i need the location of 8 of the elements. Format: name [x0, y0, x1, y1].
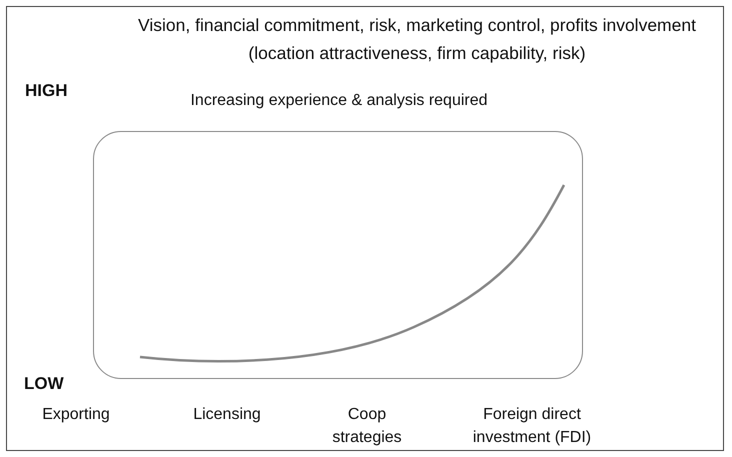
mode-label: Exporting [41, 405, 111, 425]
mode-label: Coop strategies [331, 405, 403, 448]
axis-level-label: HIGH [25, 80, 68, 102]
mode-label: Licensing [192, 405, 262, 425]
mode-label: Foreign direct investment (FDI) [472, 405, 592, 448]
title: Vision, financial commitment, risk, marketing control, profits involvement (location attractiveness, firm capability, risk) [137, 14, 697, 65]
box-heading: Increasing experience & analysis required [189, 92, 489, 110]
axis-level-label: LOW [24, 373, 65, 395]
